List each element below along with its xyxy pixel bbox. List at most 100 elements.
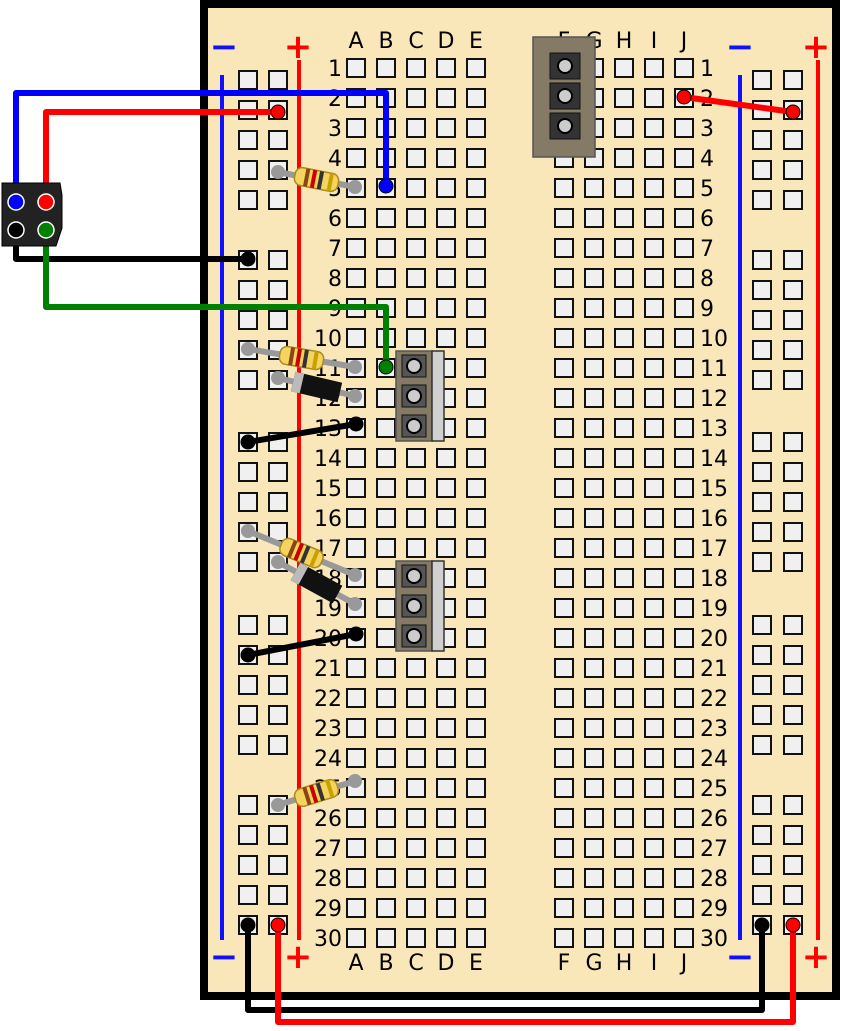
- tie-point-hole: [614, 478, 634, 498]
- rail-hole: [783, 615, 803, 635]
- column-label-top: B: [378, 29, 393, 54]
- tie-point-hole: [376, 688, 396, 708]
- tie-point-hole: [644, 178, 664, 198]
- row-label-left: 1: [328, 57, 342, 82]
- column-label-top: D: [438, 29, 455, 54]
- row-label-right: 23: [700, 717, 728, 742]
- tie-point-hole: [406, 118, 426, 138]
- color-band: [326, 172, 334, 192]
- right-minus-symbol-bottom: −: [726, 937, 755, 977]
- wire-end: [754, 917, 770, 933]
- tie-point-hole: [376, 598, 396, 618]
- tie-point-hole: [674, 178, 694, 198]
- tie-point-hole: [466, 88, 486, 108]
- tie-point-hole: [554, 868, 574, 888]
- tie-point-hole: [466, 358, 486, 378]
- tie-point-hole: [584, 778, 604, 798]
- tie-point-hole: [644, 58, 664, 78]
- wire-end: [785, 917, 801, 933]
- tie-point-hole: [614, 238, 634, 258]
- transistor-row18-tab: [431, 560, 445, 652]
- color-band: [316, 171, 325, 190]
- column-label-bottom: G: [585, 951, 602, 976]
- tie-point-hole: [376, 538, 396, 558]
- tie-point-hole: [406, 208, 426, 228]
- tie-point-hole: [376, 808, 396, 828]
- color-band: [315, 782, 325, 801]
- tie-point-hole: [674, 268, 694, 288]
- tie-point-hole: [614, 418, 634, 438]
- tie-point-hole: [436, 298, 456, 318]
- column-label-top: C: [408, 29, 423, 54]
- tie-point-hole: [376, 868, 396, 888]
- tie-point-hole: [554, 838, 574, 858]
- pin: [406, 358, 422, 374]
- right-plus-symbol-bottom: +: [802, 937, 831, 977]
- row-label-right: 17: [700, 537, 728, 562]
- rail-hole: [238, 675, 258, 695]
- rail-hole: [752, 645, 772, 665]
- tie-point-hole: [554, 628, 574, 648]
- tie-point-hole: [644, 508, 664, 528]
- header-pin: [7, 221, 25, 239]
- rail-hole: [268, 675, 288, 695]
- tie-point-hole: [436, 58, 456, 78]
- tie-point-hole: [376, 478, 396, 498]
- color-band: [325, 779, 335, 799]
- tie-point-hole: [584, 628, 604, 648]
- rail-hole: [238, 885, 258, 905]
- tie-point-hole: [376, 58, 396, 78]
- tie-point-hole: [614, 448, 634, 468]
- resistor-r17-body: [279, 537, 324, 569]
- tie-point-hole: [346, 238, 366, 258]
- tie-point-hole: [554, 658, 574, 678]
- tie-point-hole: [554, 538, 574, 558]
- tie-point-hole: [644, 628, 664, 648]
- wire-end: [240, 251, 256, 267]
- tie-point-hole: [584, 298, 604, 318]
- rail-hole: [783, 190, 803, 210]
- tie-point-hole: [376, 838, 396, 858]
- wire-red-bottom: [275, 925, 796, 1025]
- tie-point-hole: [554, 688, 574, 708]
- row-label-right: 21: [700, 657, 728, 682]
- tie-point-hole: [406, 148, 426, 168]
- tie-point-hole: [614, 688, 634, 708]
- tie-point-hole: [406, 898, 426, 918]
- tie-point-hole: [674, 118, 694, 138]
- resistor-r25-lead-end: [271, 798, 285, 812]
- row-label-right: 13: [700, 417, 728, 442]
- tie-point-hole: [346, 208, 366, 228]
- transistor-row11-tab: [431, 350, 445, 442]
- tie-point-hole: [436, 118, 456, 138]
- row-label-left: 14: [314, 447, 342, 472]
- tie-point-hole: [674, 148, 694, 168]
- tie-point-hole: [466, 538, 486, 558]
- tie-point-hole: [406, 448, 426, 468]
- tie-point-hole: [614, 298, 634, 318]
- tie-point-hole: [376, 448, 396, 468]
- rail-hole: [752, 705, 772, 725]
- tie-point-hole: [376, 508, 396, 528]
- rail-hole: [783, 492, 803, 512]
- rail-hole: [783, 130, 803, 150]
- tie-point-hole: [436, 88, 456, 108]
- column-label-bottom: I: [651, 951, 658, 976]
- tie-point-hole: [614, 388, 634, 408]
- tie-point-hole: [584, 238, 604, 258]
- rail-hole: [268, 190, 288, 210]
- tie-point-hole: [554, 808, 574, 828]
- tie-point-hole: [346, 688, 366, 708]
- tie-point-hole: [436, 448, 456, 468]
- wire-end: [240, 647, 256, 663]
- tie-point-hole: [614, 58, 634, 78]
- tie-point-hole: [346, 808, 366, 828]
- tie-point-hole: [436, 208, 456, 228]
- tie-point-hole: [406, 268, 426, 288]
- row-label-left: 27: [314, 837, 342, 862]
- row-label-right: 6: [700, 207, 714, 232]
- tie-point-hole: [584, 388, 604, 408]
- tie-point-hole: [346, 748, 366, 768]
- tie-point-hole: [614, 208, 634, 228]
- tie-point-hole: [554, 928, 574, 948]
